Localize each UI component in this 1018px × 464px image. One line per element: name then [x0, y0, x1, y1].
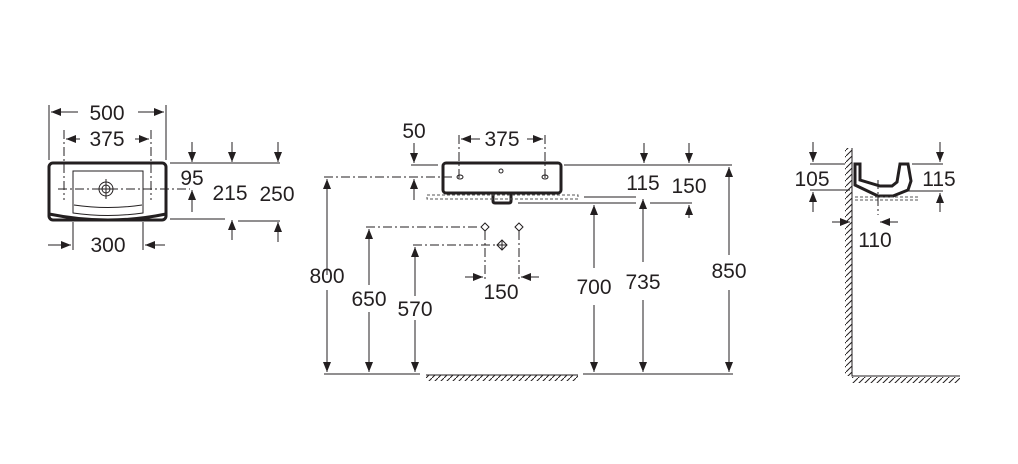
dim-supply-height-upper: 650 — [351, 288, 386, 311]
dim-supply-spacing: 150 — [483, 281, 518, 304]
basin-profile — [853, 162, 913, 198]
dim-supply-height-lower: 570 — [397, 298, 432, 321]
basin-front-outline — [441, 161, 563, 195]
shelf-outline — [426, 194, 579, 200]
front-view: 375 50 800 650 570 150 — [309, 120, 747, 381]
supply-point-icons — [480, 222, 524, 251]
dim-rim-lower-height: 735 — [625, 271, 660, 294]
dim-drain-offset: 110 — [858, 229, 891, 252]
dim-wall-gap: 50 — [402, 120, 425, 143]
dim-tap-hole-spacing-front: 375 — [484, 128, 519, 151]
dim-bowl-width: 300 — [90, 234, 125, 257]
wall-hatch — [845, 148, 852, 376]
side-view: 105 115 110 — [794, 142, 960, 383]
dim-tap-hole-spacing: 375 — [89, 128, 124, 151]
dim-overall-depth: 250 — [259, 183, 294, 206]
top-view: 500 375 300 95 215 250 — [47, 102, 295, 257]
drain-outlet — [491, 193, 513, 205]
dim-rim-height: 850 — [711, 260, 746, 283]
dim-rim-depth-wall: 105 — [794, 168, 829, 191]
basin-front-curve — [48, 212, 167, 222]
dim-tap-hole-offset: 95 — [180, 167, 203, 190]
dim-overall-height: 150 — [671, 175, 706, 198]
dim-fixing-height: 800 — [309, 265, 344, 288]
tap-hole-left — [456, 174, 464, 180]
dim-overall-width: 500 — [89, 102, 124, 125]
floor-hatch-side — [852, 377, 960, 383]
dim-underside-height: 700 — [576, 276, 611, 299]
floor-hatch — [426, 375, 578, 381]
overflow-hole — [498, 168, 504, 174]
dim-rim-depth-front: 115 — [922, 168, 955, 191]
bowl-outline — [72, 170, 144, 216]
basin-outline — [47, 161, 168, 222]
dim-basin-height: 115 — [626, 172, 659, 195]
dim-bowl-depth: 215 — [212, 182, 247, 205]
